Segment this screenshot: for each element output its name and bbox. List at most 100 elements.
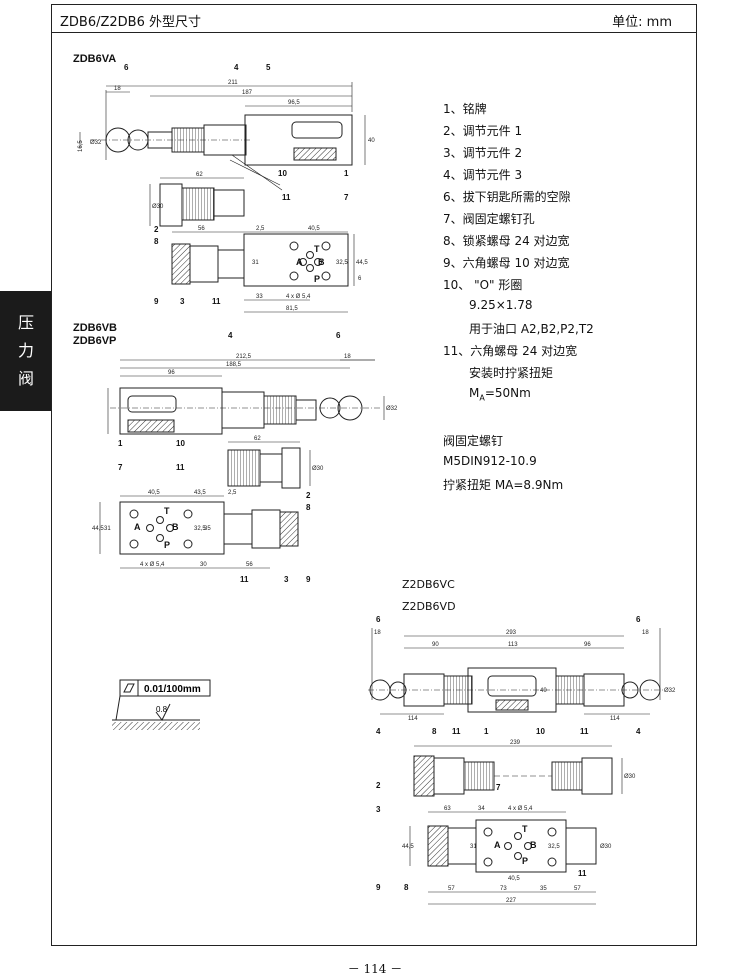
dim-33: 33 [256, 294, 263, 300]
balloon-9: 9 [376, 883, 381, 892]
roughness-spec: 0.8 [156, 705, 168, 714]
header-divider [52, 32, 696, 33]
legend-item: 10、 "O" 形圈 [443, 278, 523, 292]
category-char-2: 力 [18, 341, 35, 360]
legend-item: 2、调节元件 1 [443, 124, 523, 138]
dim-96: 96 [168, 370, 175, 376]
bolt-spec: M5DIN912-10.9 [443, 454, 537, 468]
dim-40-5-z2: 40,5 [508, 876, 520, 882]
model-label-z2db6vc: Z2DB6VC [402, 578, 455, 591]
dim-18: 18 [114, 86, 121, 92]
dim-114-left: 114 [408, 716, 418, 722]
port-label-b: B [318, 257, 325, 267]
dim-212-5: 212,5 [236, 354, 252, 360]
legend-item: 用于油口 A2,B2,P2,T2 [469, 322, 594, 336]
balloon-11: 11 [212, 297, 221, 306]
dim-40: 40 [368, 138, 375, 144]
port-label-t: T [522, 824, 528, 834]
dim-43-5: 43,5 [194, 490, 206, 496]
flatness-spec: 0.01/100mm [144, 684, 201, 695]
legend-item: 9、六角螺母 10 对边宽 [443, 256, 570, 270]
legend-item: 6、拔下钥匙所需的空隙 [443, 190, 571, 204]
dim-62: 62 [196, 172, 203, 178]
dim-227: 227 [506, 898, 517, 904]
dim-40-5: 40,5 [308, 226, 320, 232]
dim-diameter-30-vb: Ø30 [312, 466, 324, 472]
balloon-4: 4 [636, 727, 641, 736]
dim-32-5: 32,5 [336, 260, 348, 266]
port-label-t: T [164, 506, 170, 516]
balloon-11: 11 [282, 193, 291, 202]
dim-44-5-vb: 44,5 [92, 526, 104, 532]
legend-item: 3、调节元件 2 [443, 146, 523, 160]
port-label-p: P [164, 540, 170, 550]
dim-holes-vb: 4 x Ø 5,4 [140, 562, 165, 568]
balloon-1: 1 [344, 169, 349, 178]
dim-187: 187 [242, 90, 253, 96]
category-char-3: 阀 [18, 369, 35, 388]
zdb6vb-top-view [107, 359, 385, 435]
dim-holes-z2: 4 x Ø 5,4 [508, 806, 533, 812]
dim-30: 30 [200, 562, 207, 568]
balloon-11: 11 [580, 727, 589, 736]
dim-35: 35 [204, 526, 211, 532]
dim-2-5-vb: 2,5 [228, 490, 237, 496]
model-label-zdb6vp: ZDB6VP [73, 335, 117, 347]
dim-96-5: 96,5 [288, 100, 300, 106]
dim-57-right: 57 [574, 886, 581, 892]
balloon-3: 3 [284, 575, 289, 584]
balloon-8: 8 [404, 883, 409, 892]
dim-57-left: 57 [448, 886, 455, 892]
dim-188-5: 188,5 [226, 362, 242, 368]
balloon-7: 7 [496, 783, 501, 792]
dim-diameter-30-z2: Ø30 [624, 774, 636, 780]
dim-62-vb: 62 [254, 436, 261, 442]
bolt-torque: 拧紧扭矩 MA=8.9Nm [443, 478, 564, 492]
z2db6-top-view [368, 628, 664, 715]
balloon-1: 1 [118, 439, 123, 448]
legend-item: 11、六角螺母 24 对边宽 [443, 344, 578, 358]
balloon-6: 6 [336, 331, 341, 340]
balloon-8: 8 [432, 727, 437, 736]
torque-number: =50Nm [484, 386, 531, 400]
balloon-4: 4 [376, 727, 381, 736]
dim-90: 90 [432, 642, 439, 648]
dim-holes: 4 x Ø 5,4 [286, 294, 311, 300]
legend-item: 1、铭牌 [443, 102, 487, 116]
model-label-zdb6va: ZDB6VA [73, 53, 117, 65]
dim-16-5: 16,5 [78, 140, 84, 152]
balloon-7: 7 [344, 193, 349, 202]
balloon-5: 5 [266, 63, 271, 72]
balloon-11: 11 [240, 575, 249, 584]
balloon-10: 10 [176, 439, 185, 448]
balloon-2: 2 [154, 225, 159, 234]
dim-293: 293 [506, 630, 517, 636]
dim-114-right: 114 [610, 716, 620, 722]
port-label-p: P [314, 274, 320, 284]
category-char-1: 压 [18, 313, 35, 332]
page-title: ZDB6/Z2DB6 外型尺寸 [60, 15, 201, 30]
zdb6vb-side-view [227, 441, 311, 489]
legend-item: 9.25×1.78 [469, 298, 533, 312]
zdb6va-bottom-view [171, 231, 355, 313]
dim-56: 56 [198, 226, 205, 232]
dim-2-5: 2,5 [256, 226, 265, 232]
dim-32-5-z2: 32,5 [548, 844, 560, 850]
balloon-4: 4 [228, 331, 233, 340]
dim-diameter-32-vb: Ø32 [386, 406, 398, 412]
dim-73: 73 [500, 886, 507, 892]
legend-item: 8、锁紧螺母 24 对边宽 [443, 234, 570, 248]
zdb6va-side-view [149, 177, 245, 227]
balloon-11: 11 [578, 869, 587, 878]
port-label-b: B [172, 522, 179, 532]
category-tab: 压 力 阀 [0, 291, 51, 411]
z2db6-bottom-view [409, 811, 597, 905]
balloon-3: 3 [180, 297, 185, 306]
balloon-4: 4 [234, 63, 239, 72]
balloon-2: 2 [376, 781, 381, 790]
port-label-a: A [134, 522, 141, 532]
dim-31-z2: 31 [470, 844, 477, 850]
port-label-t: T [314, 244, 320, 254]
port-label-a: A [296, 257, 303, 267]
